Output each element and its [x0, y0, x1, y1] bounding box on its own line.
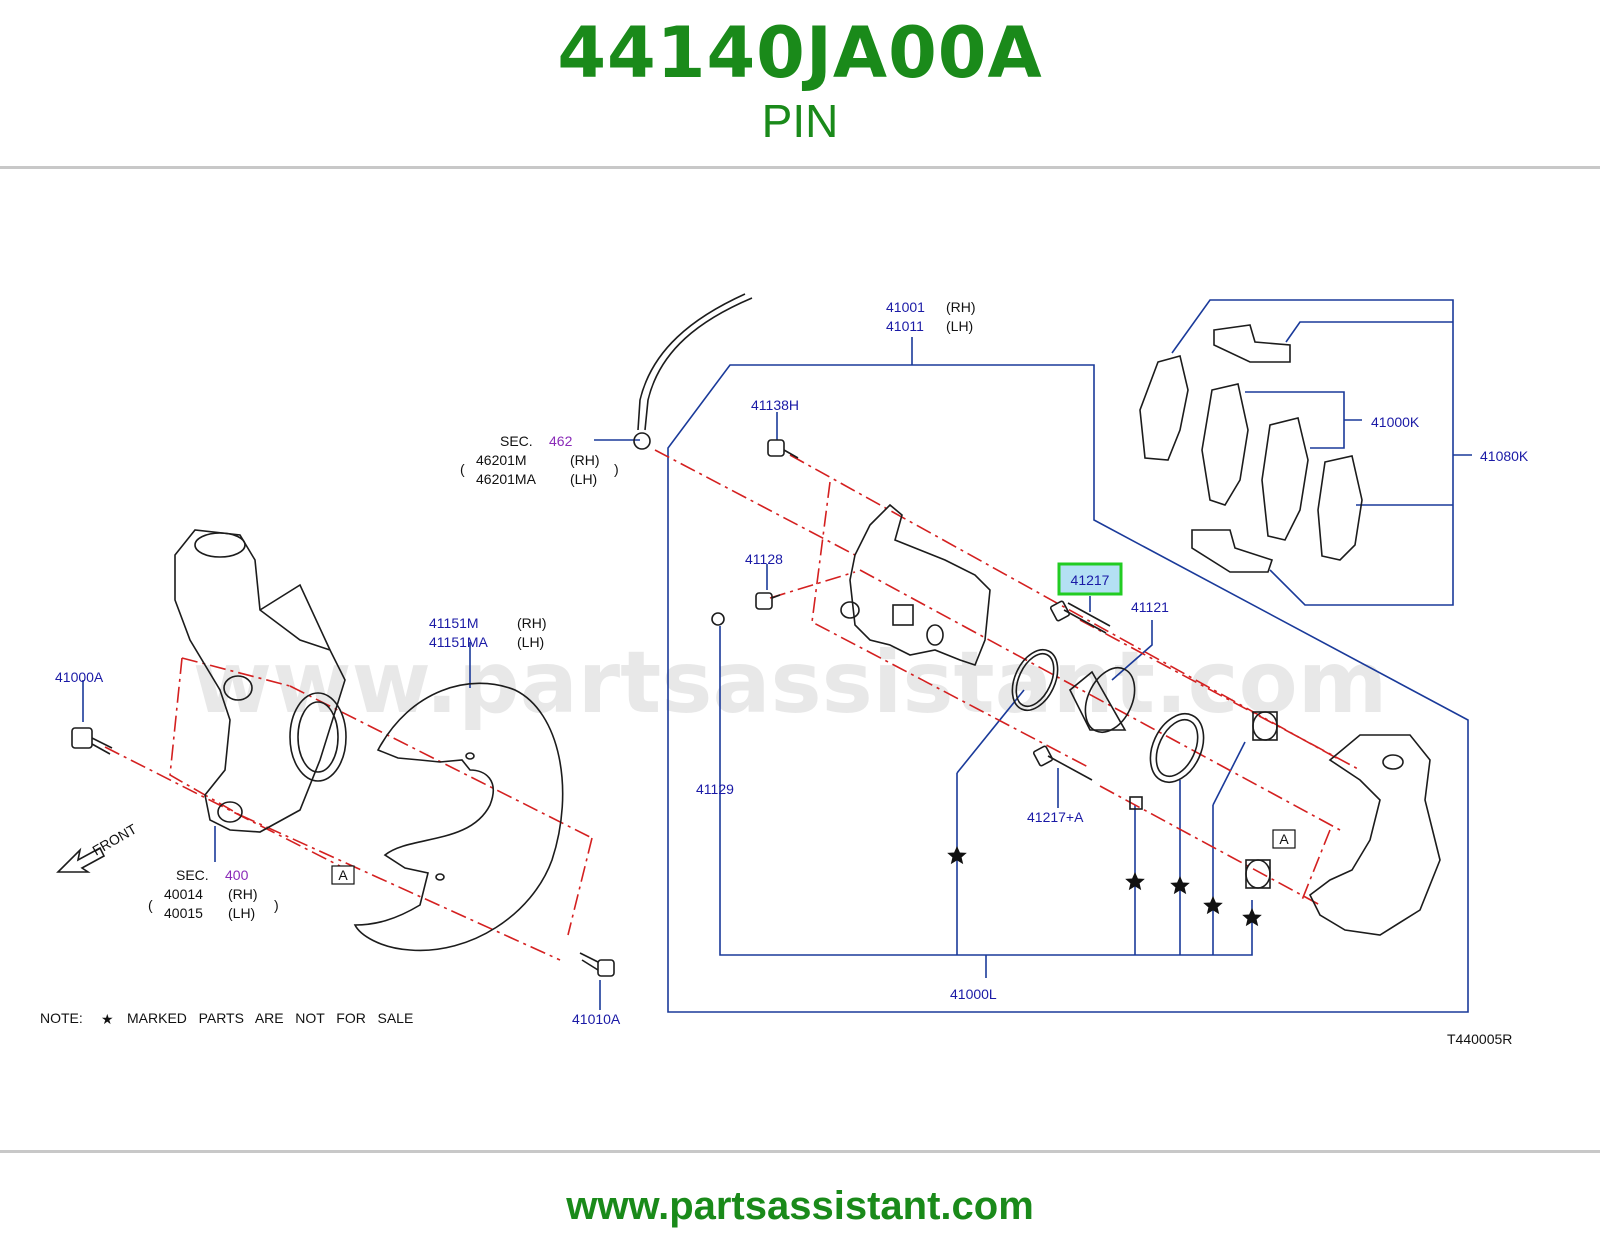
part-name-subtitle: PIN [761, 95, 839, 147]
label-41217-highlighted: 41217 [1071, 572, 1110, 588]
svg-text:): ) [614, 461, 619, 477]
torque-member [1308, 734, 1441, 936]
bushing-upper [1252, 711, 1278, 741]
label-sec-462: 462 [549, 433, 573, 449]
brake-pads [1139, 324, 1363, 573]
drawing-code: T440005R [1447, 1031, 1512, 1047]
svg-text:A: A [338, 867, 348, 883]
label-lh: (LH) [517, 634, 544, 650]
label-46201m: 46201M [476, 452, 527, 468]
svg-text:A: A [1279, 831, 1289, 847]
label-41001: 41001 [886, 299, 925, 315]
header-divider [0, 166, 1600, 169]
svg-text:(: ( [460, 461, 465, 477]
part-labels: 41001 (RH) 41011 (LH) 41138H 41128 41129… [40, 299, 1529, 1047]
label-41080k: 41080K [1480, 448, 1529, 464]
leader-lines [82, 299, 1472, 1013]
watermark-text: www.partsassistant.com [193, 633, 1388, 733]
label-41000k: 41000K [1371, 414, 1420, 430]
label-41121: 41121 [1131, 599, 1169, 615]
note-prefix: NOTE: [40, 1010, 83, 1026]
label-41000a: 41000A [55, 669, 104, 685]
label-41128: 41128 [745, 551, 783, 567]
label-41217a: 41217+A [1027, 809, 1084, 825]
label-46201ma: 46201MA [476, 471, 537, 487]
label-rh: (RH) [517, 615, 547, 631]
steering-knuckle [174, 529, 347, 833]
ref-box-a-left: A [331, 865, 355, 885]
label-40015: 40015 [164, 905, 203, 921]
bushing-lower [1129, 796, 1271, 889]
label-41010a: 41010A [572, 1011, 621, 1027]
label-lh: (LH) [946, 318, 973, 334]
label-rh: (RH) [570, 452, 600, 468]
assembly-chain-lines [104, 449, 1361, 961]
label-sec-400: 400 [225, 867, 249, 883]
piston-seal [1011, 648, 1059, 712]
pin-41217a [1032, 745, 1093, 781]
note-text: MARKED PARTS ARE NOT FOR SALE [127, 1010, 413, 1026]
bolt-41000a [71, 727, 113, 755]
footer-website-link[interactable]: www.partsassistant.com [566, 1184, 1034, 1228]
footer-divider [0, 1150, 1600, 1153]
brake-hose [633, 293, 753, 450]
label-41151ma: 41151MA [429, 634, 489, 650]
label-lh: (LH) [570, 471, 597, 487]
label-41151m: 41151M [429, 615, 479, 631]
highlight-box-41217 [1057, 562, 1123, 596]
label-41011: 41011 [886, 318, 924, 334]
label-41138h: 41138H [751, 397, 799, 413]
svg-text:(: ( [148, 897, 153, 913]
piston-boot [1149, 713, 1205, 783]
bolt-41010a [579, 952, 615, 977]
label-sec: SEC. [176, 867, 209, 883]
label-sec: SEC. [500, 433, 533, 449]
label-rh: (RH) [946, 299, 976, 315]
svg-text:FRONT: FRONT [90, 820, 140, 858]
ref-box-a-right: A [1272, 829, 1296, 849]
bleeder-41128 [711, 592, 781, 626]
piston [1068, 667, 1136, 733]
label-41129: 41129 [696, 781, 734, 797]
svg-text:): ) [274, 897, 279, 913]
label-lh: (LH) [228, 905, 255, 921]
label-41000l: 41000L [950, 986, 997, 1002]
not-for-sale-stars [947, 846, 1262, 927]
dust-shield [353, 682, 564, 952]
label-rh: (RH) [228, 886, 258, 902]
caliper-body [840, 503, 991, 666]
part-number-title: 44140JA00A [557, 12, 1043, 94]
front-direction-arrow: FRONT [56, 820, 140, 873]
pin-41217 [1049, 600, 1111, 634]
note-star: ★ [101, 1011, 114, 1027]
bleeder-41138h [767, 439, 799, 459]
label-40014: 40014 [164, 886, 203, 902]
